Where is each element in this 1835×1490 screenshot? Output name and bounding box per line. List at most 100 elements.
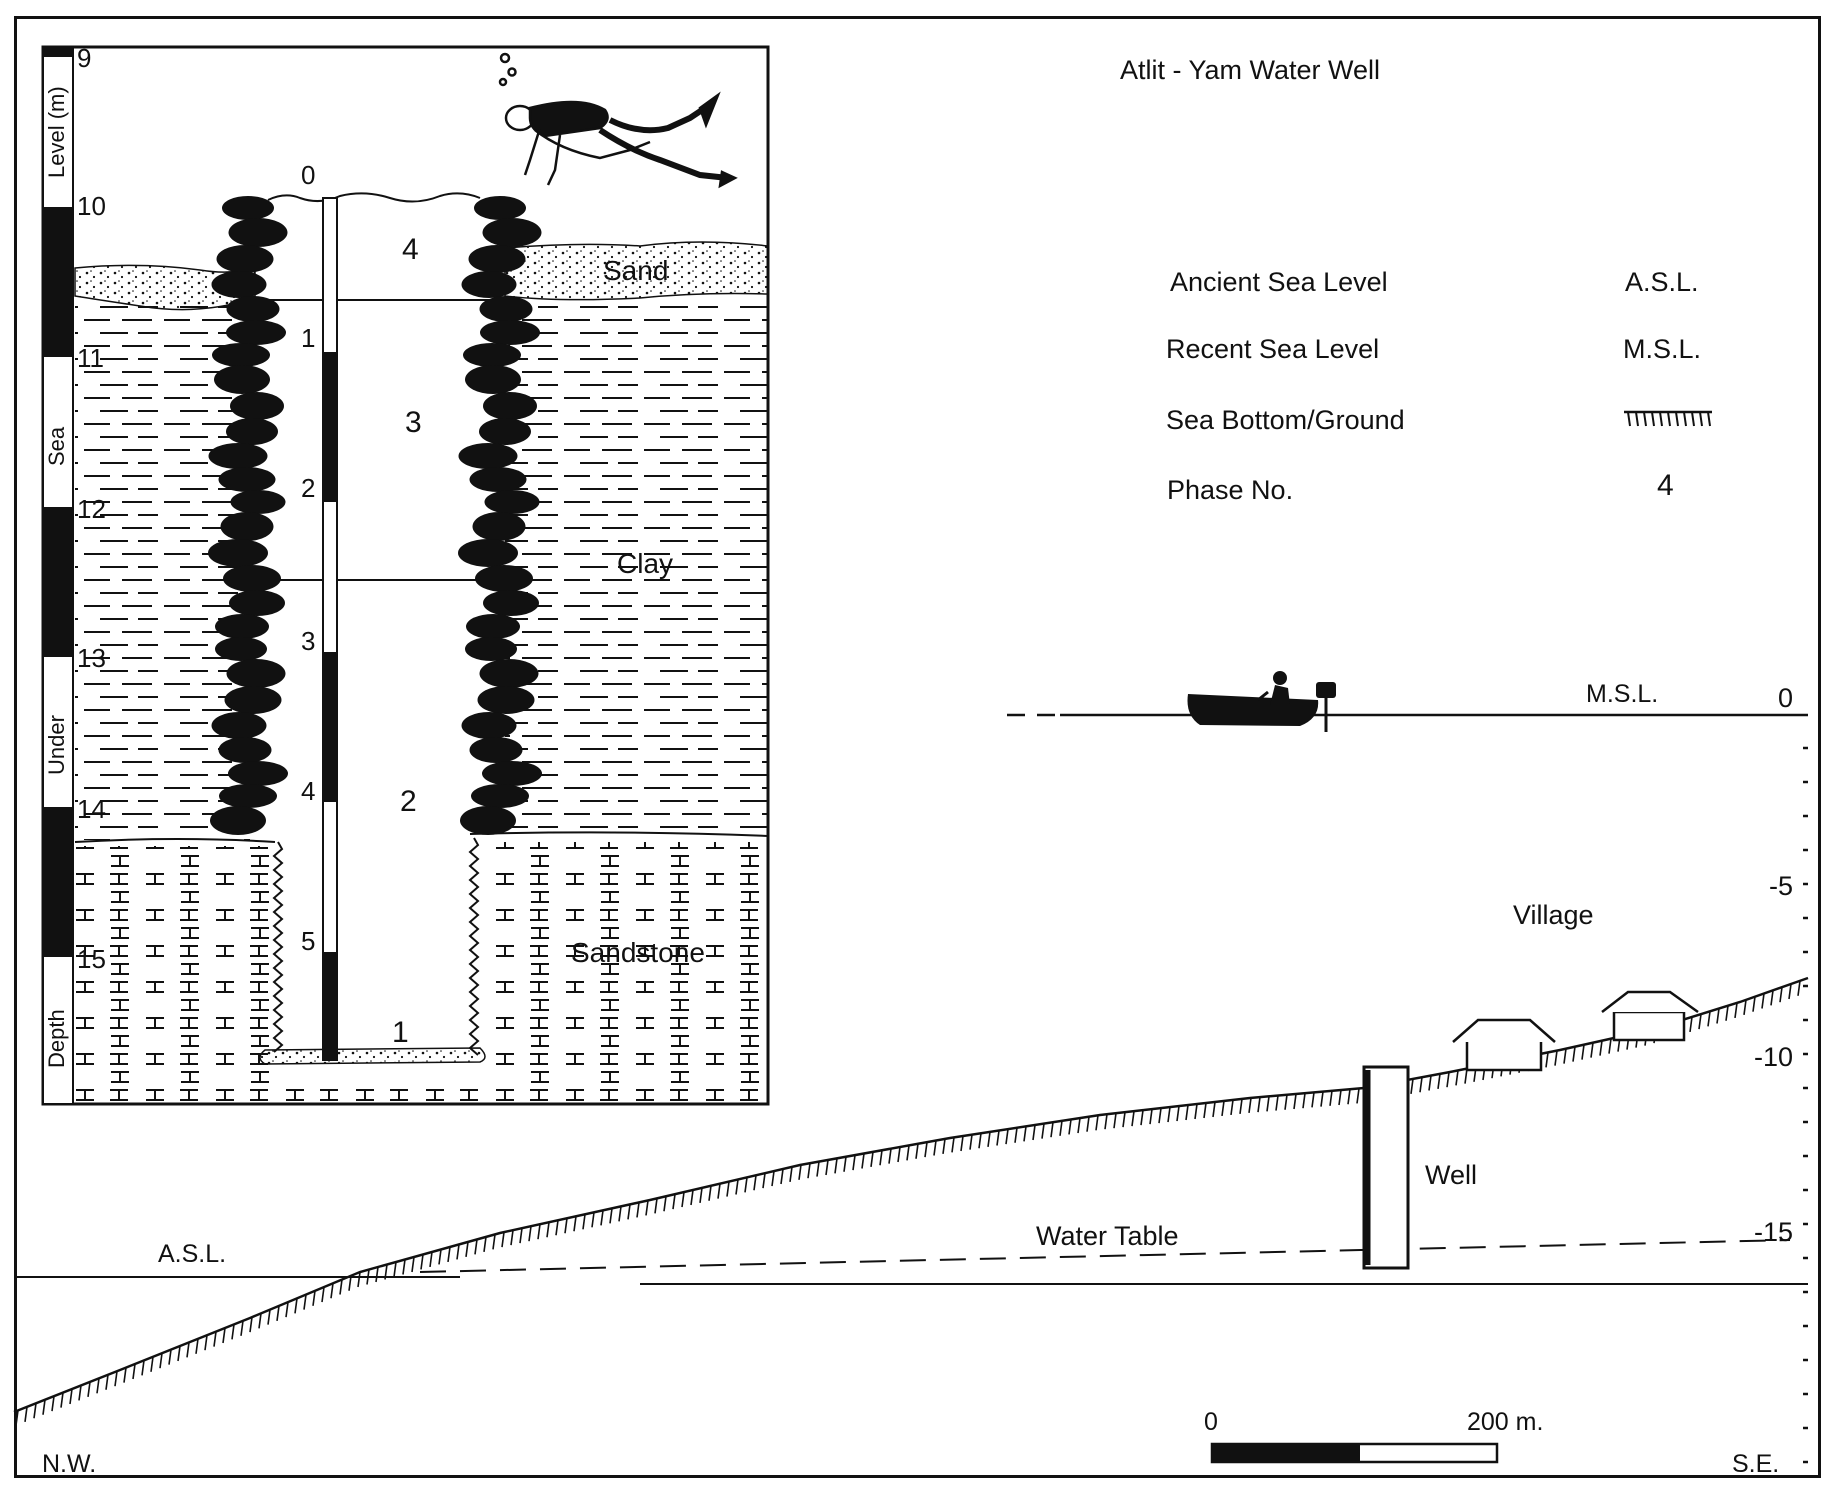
wall-stone (208, 539, 268, 567)
wall-stone (218, 737, 272, 763)
clay-layer-right (505, 300, 768, 830)
depth-axis-tick-2: -10 (1754, 1042, 1793, 1072)
se-label: S.E. (1732, 1450, 1779, 1478)
ruler-tick-0: 0 (301, 160, 315, 190)
scale-label-under: Under (44, 715, 69, 775)
wall-stone (224, 686, 282, 714)
wall-stone (228, 218, 288, 247)
house-icon-1 (1452, 1018, 1556, 1072)
well-wall-left (208, 196, 288, 835)
wall-stone (215, 637, 267, 661)
scale-label-level: Level (m) (44, 86, 69, 178)
legend-label-phase: Phase No. (1167, 475, 1293, 505)
village-label: Village (1513, 900, 1594, 930)
wall-stone (469, 467, 527, 492)
wall-stone (460, 806, 516, 835)
wall-stone (472, 512, 526, 541)
depth-tick-9: 9 (77, 43, 91, 73)
wall-stone (480, 320, 540, 345)
wall-stone (210, 806, 266, 835)
wall-stone (477, 686, 535, 714)
ruler-tick-2: 2 (301, 473, 315, 503)
wall-stone (219, 784, 277, 808)
stratum-clay-label: Clay (617, 548, 673, 579)
stratum-sandstone-label: Sandstone (571, 937, 705, 968)
scale-bar-start: 0 (1204, 1408, 1218, 1436)
wall-stone (212, 343, 270, 367)
scale-bar (1210, 1442, 1499, 1464)
wall-stone (468, 245, 526, 273)
legend-label-asl: Ancient Sea Level (1170, 267, 1388, 297)
wall-stone (479, 659, 539, 688)
wall-stone (483, 590, 539, 616)
wall-stone (482, 761, 542, 786)
wall-stone (220, 512, 274, 541)
wall-stone (228, 761, 288, 786)
legend-symbol-asl: A.S.L. (1625, 267, 1699, 297)
phase-4-label: 4 (402, 233, 419, 266)
wall-stone (226, 659, 286, 688)
figure-title: Atlit - Yam Water Well (1120, 55, 1380, 85)
wall-stone (211, 712, 267, 739)
depth-tick-10: 10 (77, 191, 106, 221)
legend-symbol-msl: M.S.L. (1623, 334, 1701, 364)
phase-2-label: 2 (400, 785, 417, 818)
wall-stone (226, 320, 286, 345)
phase-1-deposit (259, 1047, 486, 1065)
water-table-line (419, 1239, 1791, 1273)
profile-depth-axis: 0-5-10-15 (1754, 683, 1808, 1464)
house-icon-2 (1601, 990, 1699, 1042)
shaft-wall-right (468, 837, 480, 1056)
wall-stone (463, 343, 521, 367)
wall-stone (215, 614, 269, 639)
scale-label-depth: Depth (44, 1009, 69, 1068)
figure-frame (14, 16, 1821, 1478)
inset-panel: Level (m) Sea Under Depth 9101112131415 … (41, 43, 770, 1106)
phase-1-label: 1 (392, 1016, 409, 1049)
ground-surface (13, 976, 1809, 1414)
phase-3-label: 3 (405, 406, 422, 439)
wall-stone (226, 296, 280, 322)
wall-stone (214, 365, 270, 394)
inset-sea-bottom (267, 192, 481, 203)
wall-stone (229, 590, 285, 616)
wall-stone (484, 490, 540, 514)
nw-label: N.W. (42, 1450, 96, 1478)
well-wall-right (458, 196, 542, 835)
wall-stone (230, 392, 284, 420)
wall-stone (469, 737, 523, 763)
well-label: Well (1425, 1160, 1477, 1190)
stratum-sand-label: Sand (603, 255, 668, 286)
ruler-tick-1: 1 (301, 323, 315, 353)
wall-stone (482, 218, 542, 247)
sand-layer-right (504, 241, 769, 301)
ruler-tick-5: 5 (301, 926, 315, 956)
wall-stone (471, 784, 529, 808)
boat-icon (1187, 671, 1336, 732)
legend-hatch-symbol (1624, 410, 1712, 427)
wall-stone (458, 539, 518, 567)
scale-label-sea: Sea (44, 426, 69, 466)
water-table-label: Water Table (1036, 1221, 1179, 1251)
wall-stone (479, 418, 531, 445)
msl-label: M.S.L. (1586, 680, 1658, 708)
asl-label: A.S.L. (158, 1240, 226, 1268)
wall-stone (216, 245, 274, 273)
wall-stone (222, 196, 274, 220)
wall-stone (465, 637, 517, 661)
wall-stone (461, 271, 517, 298)
wall-stone (458, 443, 518, 469)
depth-axis-tick-3: -15 (1754, 1217, 1793, 1247)
wall-stone (223, 565, 281, 592)
wall-stone (475, 565, 533, 592)
wall-stone (465, 365, 521, 394)
shaft-wall-left (272, 841, 284, 1053)
well-shaft (1362, 1065, 1410, 1270)
wall-stone (226, 418, 278, 445)
legend-symbol-phase: 4 (1657, 469, 1674, 502)
scale-bar-end: 200 m. (1467, 1408, 1543, 1436)
ground-hatching (15, 980, 1801, 1426)
wall-stone (211, 271, 267, 298)
